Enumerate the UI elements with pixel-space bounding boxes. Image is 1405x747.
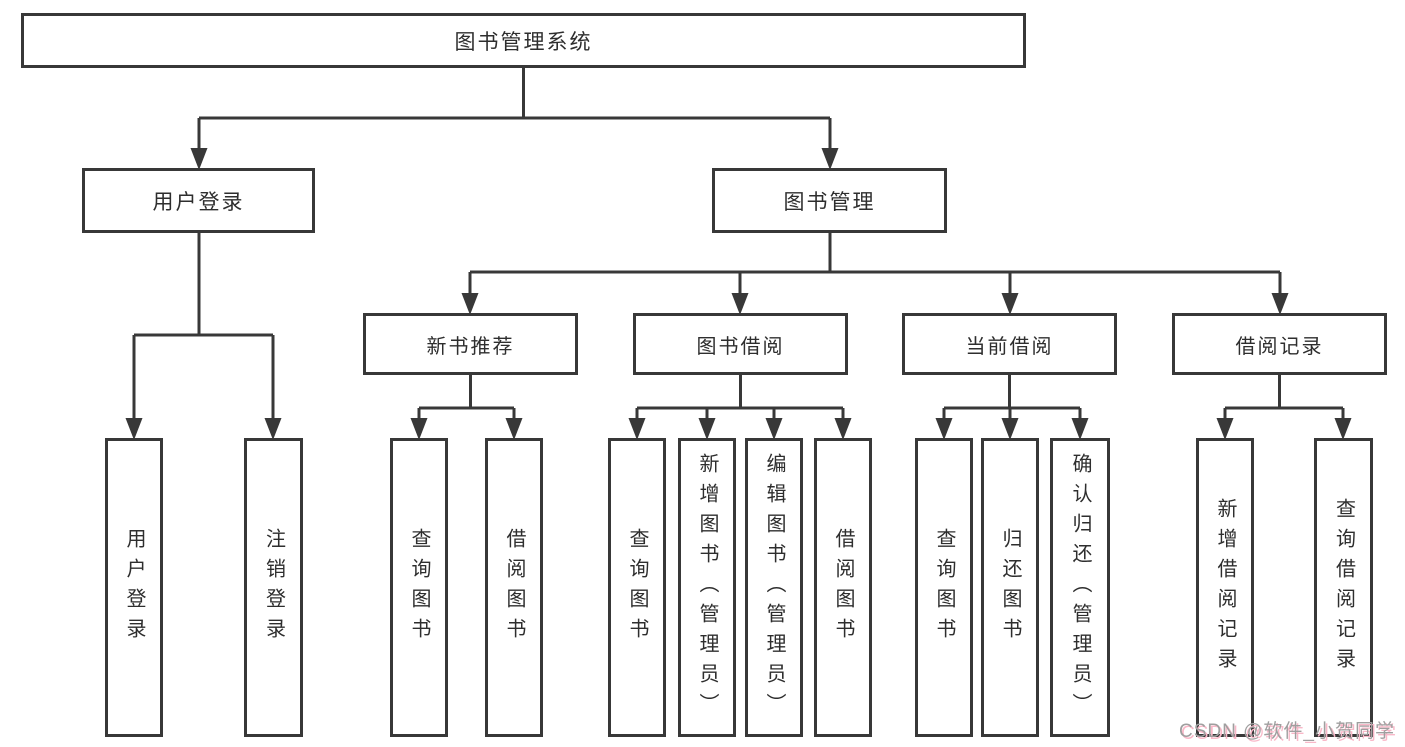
connector-new-book-recommend-to-leaves	[410, 375, 523, 440]
leaf-query-books-recommend: 查询图书	[390, 438, 448, 737]
leaf-logout: 注销登录	[244, 438, 303, 737]
leaf-label: 归还图书	[999, 527, 1021, 648]
leaf-confirm-return-admin: 确认归还（管理员）	[1050, 438, 1110, 737]
leaf-borrow-books: 借阅图书	[814, 438, 872, 737]
node-book-borrowing: 图书借阅	[633, 313, 848, 375]
node-book-management: 图书管理	[712, 168, 947, 233]
connector-user-login-to-leaves	[125, 233, 282, 440]
node-borrowing-records: 借阅记录	[1172, 313, 1387, 375]
leaf-return-books: 归还图书	[981, 438, 1039, 737]
leaf-label: 查询图书	[408, 527, 430, 648]
leaf-label: 借阅图书	[503, 527, 525, 648]
connector-borrowing-records-to-leaves	[1216, 375, 1352, 440]
leaf-add-borrow-record: 新增借阅记录	[1196, 438, 1254, 737]
leaf-label: 用户登录	[123, 527, 145, 648]
leaf-edit-books-admin: 编辑图书（管理员）	[745, 438, 803, 737]
leaf-label: 编辑图书（管理员）	[763, 452, 785, 723]
leaf-user-login: 用户登录	[105, 438, 163, 737]
node-current-borrowing: 当前借阅	[902, 313, 1117, 375]
watermark: CSDN @软件_小贺同学	[1179, 721, 1395, 742]
leaf-query-books-borrow: 查询图书	[608, 438, 666, 737]
leaf-label: 查询借阅记录	[1332, 497, 1355, 678]
connector-root-to-level1	[190, 68, 839, 170]
connector-book-borrowing-to-leaves	[628, 375, 852, 440]
node-library-management-system: 图书管理系统	[21, 13, 1026, 68]
leaf-label: 借阅图书	[832, 527, 854, 648]
leaf-label: 新增图书（管理员）	[696, 452, 718, 723]
connector-book-management-to-level2	[461, 233, 1289, 315]
leaf-query-books-current: 查询图书	[915, 438, 973, 737]
connector-current-borrowing-to-leaves	[935, 375, 1089, 440]
node-new-book-recommend: 新书推荐	[363, 313, 578, 375]
leaf-label: 新增借阅记录	[1214, 497, 1236, 678]
leaf-query-borrow-record: 查询借阅记录	[1314, 438, 1373, 737]
leaf-label: 注销登录	[262, 527, 285, 648]
leaf-label: 查询图书	[626, 527, 648, 648]
leaf-borrow-books-recommend: 借阅图书	[485, 438, 543, 737]
leaf-add-books-admin: 新增图书（管理员）	[678, 438, 736, 737]
leaf-label: 确认归还（管理员）	[1069, 452, 1091, 723]
node-user-login: 用户登录	[82, 168, 315, 233]
leaf-label: 查询图书	[933, 527, 955, 648]
